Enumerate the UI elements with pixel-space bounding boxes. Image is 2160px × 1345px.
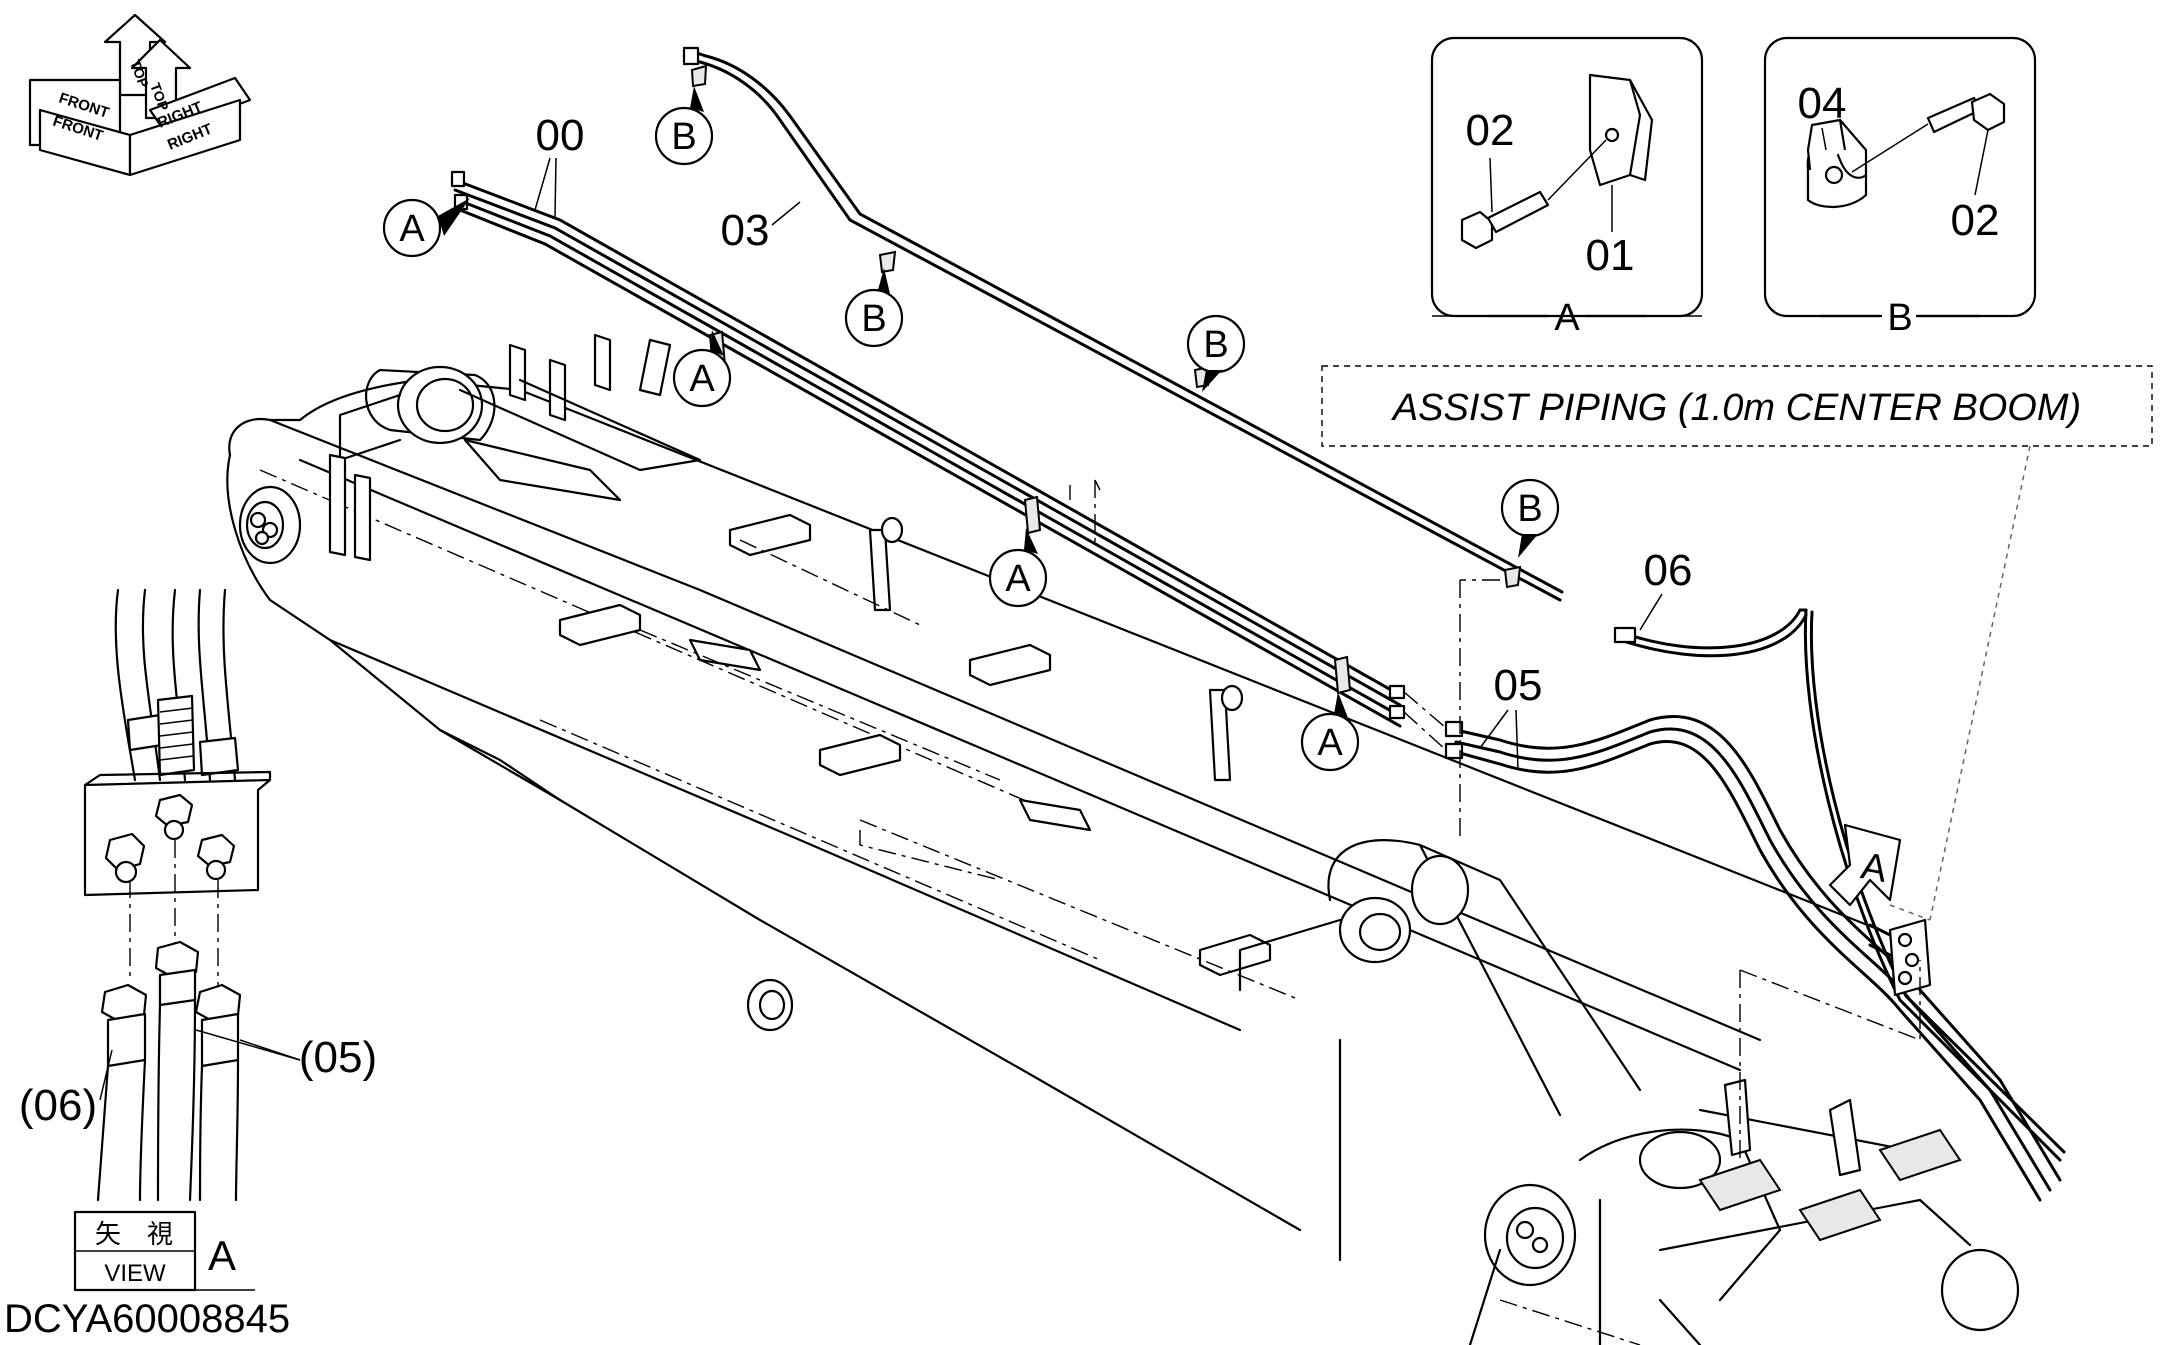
callout-a-3: A <box>988 528 1048 608</box>
hoses-05 <box>1388 684 2062 1202</box>
label-00: 00 <box>536 111 585 160</box>
callout-a-2: A <box>672 330 732 408</box>
svg-text:B: B <box>861 298 886 340</box>
reference-lines <box>859 479 1921 1160</box>
detail-a-letter: A <box>1554 297 1580 339</box>
title-box: ASSIST PIPING (1.0m CENTER BOOM) <box>1321 365 2153 921</box>
pipe-00 <box>450 170 1402 728</box>
svg-text:B: B <box>1517 488 1542 530</box>
view-arrow-a: A <box>1828 823 1931 921</box>
document-id: DCYA60008845 <box>4 1297 290 1341</box>
view-letter: A <box>208 1232 236 1279</box>
callout-a-4: A <box>1300 692 1360 772</box>
view-kanji-1: 矢 <box>95 1219 121 1249</box>
svg-text:A: A <box>689 358 715 400</box>
view-a-detail: (06) (05) 矢 視 VIEW A <box>19 588 377 1292</box>
callout-b-4: B <box>1500 478 1560 558</box>
svg-text:A: A <box>399 208 425 250</box>
callout-b-2: B <box>844 268 904 348</box>
label-05: 05 <box>1494 661 1543 710</box>
label-03: 03 <box>721 206 770 255</box>
svg-text:A: A <box>1317 722 1343 764</box>
view-word: VIEW <box>104 1260 166 1287</box>
title-text: ASSIST PIPING (1.0m CENTER BOOM) <box>1391 387 2081 429</box>
callout-b-3: B <box>1186 314 1246 392</box>
detail-b-bolt-label: 02 <box>1951 196 2000 245</box>
boom-structure <box>226 333 2020 1345</box>
detail-a-bolt-label: 02 <box>1466 106 1515 155</box>
svg-text:B: B <box>671 116 696 158</box>
view-label-05: (05) <box>299 1033 377 1082</box>
detail-a-clamp-label: 01 <box>1586 231 1635 280</box>
detail-box-b: 04 02 B <box>1763 36 2037 339</box>
connector-block <box>1868 918 1932 997</box>
callout-a-1: A <box>382 198 470 258</box>
svg-text:A: A <box>1005 558 1031 600</box>
view-label-06: (06) <box>19 1081 97 1130</box>
detail-box-a: 02 01 A <box>1430 36 1704 339</box>
callout-b-1: B <box>654 86 714 166</box>
svg-text:B: B <box>1203 324 1228 366</box>
pipe-03 <box>682 46 1564 602</box>
view-kanji-2: 視 <box>147 1219 173 1249</box>
part-labels: 00 03 06 05 <box>534 111 1693 771</box>
detail-b-letter: B <box>1887 297 1912 339</box>
orientation-icon: TOP TOP FRONT FRONT RIGHT RIGHT <box>28 13 252 177</box>
detail-b-clamp-label: 04 <box>1798 79 1847 128</box>
hose-06 <box>1613 608 2066 1162</box>
label-06: 06 <box>1644 546 1693 595</box>
